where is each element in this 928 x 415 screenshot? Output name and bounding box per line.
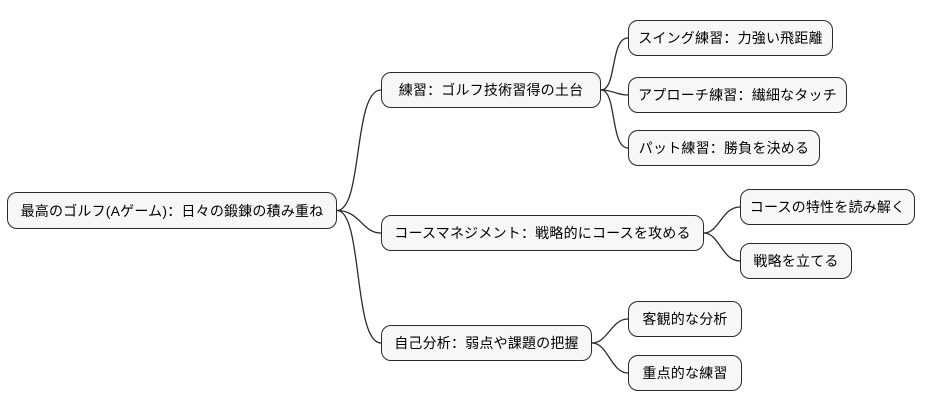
edge-root-analysis <box>336 209 382 344</box>
mindmap-node-approach-practice: アプローチ練習：繊細なタッチ <box>628 77 847 113</box>
edge-course-strategy <box>703 232 741 262</box>
edge-practice-putt <box>600 89 629 149</box>
mindmap-node-read-course: コースの特性を読み解く <box>740 189 915 225</box>
mindmap-node-self-analysis: 自己分析：弱点や課題の把握 <box>381 325 592 361</box>
mindmap-node-make-strategy: 戦略を立てる <box>740 243 852 279</box>
mindmap-node-practice: 練習：ゴルフ技術習得の土台 <box>381 72 601 108</box>
mindmap-node-swing-practice: スイング練習：力強い飛距離 <box>628 20 833 56</box>
mindmap-node-objective-analysis: 客観的な分析 <box>628 301 742 337</box>
edge-course-read <box>703 206 741 234</box>
mindmap-node-focused-practice: 重点的な練習 <box>628 355 742 391</box>
mindmap-node-putt-practice: パット練習：勝負を決める <box>628 130 820 166</box>
edge-root-course <box>336 209 382 234</box>
mindmap-node-root: 最高のゴルフ(Aゲーム)：日々の鍛錬の積み重ね <box>7 192 337 229</box>
edge-root-practice <box>336 89 382 212</box>
edge-analysis-objective <box>591 318 629 344</box>
mindmap-node-course-management: コースマネジメント：戦略的にコースを攻める <box>381 215 704 251</box>
edge-practice-swing <box>600 37 629 91</box>
edge-analysis-focused <box>591 342 629 374</box>
